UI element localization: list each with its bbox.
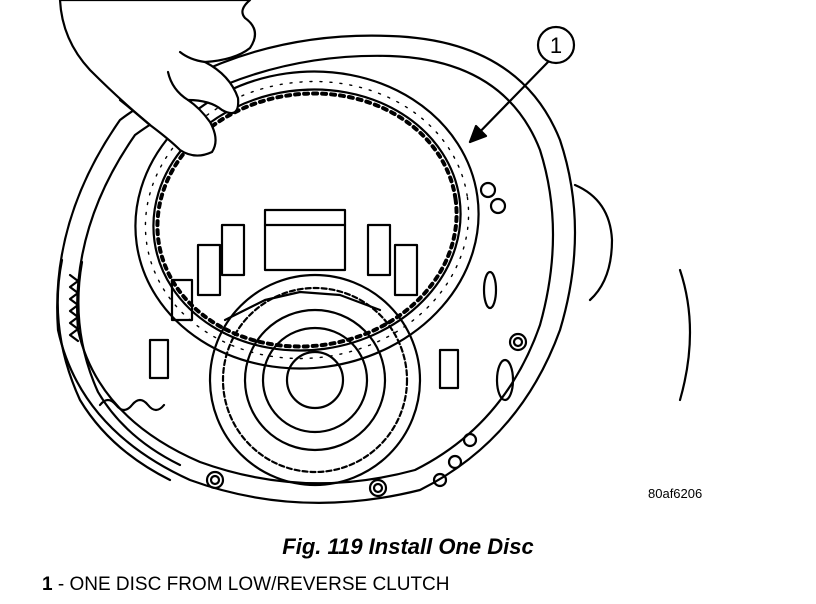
planetary-hub: [208, 273, 422, 487]
clutch-disc: [134, 70, 480, 370]
legend-item: 1 - ONE DISC FROM LOW/REVERSE CLUTCH: [42, 574, 450, 596]
figure-caption: Fig. 119 Install One Disc: [282, 534, 534, 559]
hand: [58, 0, 257, 157]
callout-number: 1: [550, 33, 562, 58]
legend-number: 1: [42, 574, 53, 595]
case-bolt-holes: [205, 181, 528, 498]
callout-arrow: [468, 25, 576, 144]
reference-code: 80af6206: [648, 486, 703, 501]
legend-text: - ONE DISC FROM LOW/REVERSE CLUTCH: [57, 574, 450, 595]
band-left: [56, 258, 182, 482]
callout-circle: [536, 25, 576, 65]
clutch-hub-fingers: [148, 208, 460, 390]
transmission-illustration: 1: [56, 0, 692, 504]
